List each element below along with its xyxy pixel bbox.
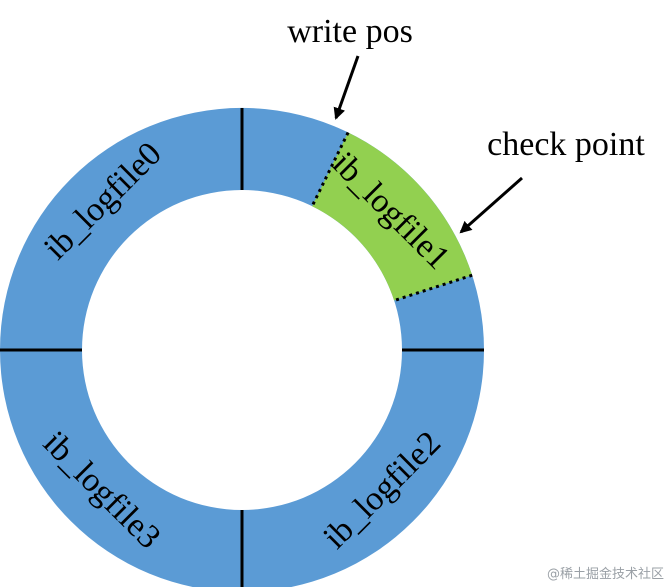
check-point-label: check point <box>487 126 645 163</box>
write-pos-label: write pos <box>287 13 413 50</box>
watermark: @稀土掘金技术社区 <box>547 566 664 582</box>
segment-dividers <box>0 108 484 587</box>
active-log-region <box>312 132 473 301</box>
write-pos-arrow <box>333 55 360 120</box>
check-point-arrow <box>459 176 523 234</box>
